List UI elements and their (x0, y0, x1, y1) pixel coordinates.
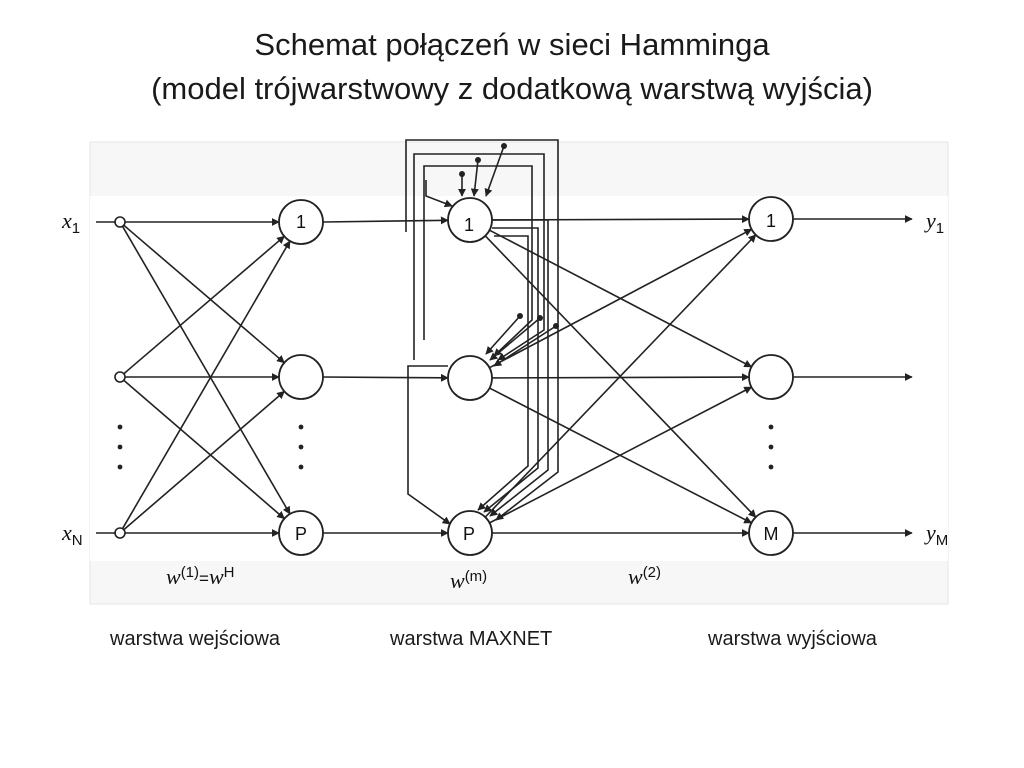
edge-input-1-to-layer1-0 (123, 235, 285, 375)
slide-title-line-1: Schemat połączeń w sieci Hamminga (254, 27, 770, 62)
input-node-p-label: P (295, 524, 307, 544)
maxnet-self-loop-1 (425, 180, 453, 208)
caption-maxnet-layer: warstwa MAXNET (390, 628, 553, 650)
neuron-layer1-0 (447, 197, 493, 243)
maxnet-feedback-bus-5 (423, 165, 533, 357)
neuron-layer2-1 (748, 354, 794, 400)
connections (121, 139, 913, 537)
feedback-junction-dot-3 (517, 313, 523, 319)
maxnet-feedback-bus-2 (477, 235, 529, 511)
maxnet-feedback-mid-a (485, 315, 521, 355)
weight-w1-label: w(1)=wH (166, 564, 235, 589)
ellipsis-dot-0-1 (117, 444, 123, 450)
edge-maxnet-2-to-output-1 (489, 386, 753, 524)
input-terminal-2 (114, 527, 126, 539)
ellipsis-dot-1-0 (298, 424, 304, 430)
feedback-junction-dot-1 (475, 157, 481, 163)
maxnet-feedback-bus-0 (489, 219, 549, 517)
edge-layer1-0-to-maxnet-0 (322, 216, 449, 225)
ellipsis-dot-2-1 (768, 444, 774, 450)
feedback-junction-dot-5 (553, 323, 559, 329)
input-xn-label: xN (61, 520, 83, 549)
output-y1-label: y1 (924, 208, 944, 237)
ellipsis-dot-0-2 (117, 464, 123, 470)
maxnet-node-p-label: P (463, 524, 475, 544)
input-x1-label: x1 (61, 208, 80, 237)
feedback-junction-dot-0 (459, 171, 465, 177)
feedback-junction-dot-4 (537, 315, 543, 321)
slide-title-line-2: (model trójwarstwowy z dodatkową warstwą… (151, 71, 873, 106)
edge-input-1-to-layer1-2 (123, 379, 285, 520)
maxnet-feedback-mid-c (493, 325, 557, 367)
input-terminal-0 (114, 216, 126, 228)
maxnet-feedback-mid-b (489, 317, 541, 361)
edge-maxnet-1-to-output-0 (489, 228, 753, 369)
neuron-layer2-0 (748, 196, 794, 242)
maxnet-feedback-bus-3 (405, 139, 559, 521)
caption-output-layer: warstwa wyjściowa (708, 628, 877, 650)
edge-layer1-1-to-maxnet-1 (322, 373, 449, 382)
neuron-layer0-0 (278, 199, 324, 245)
weight-wm-label: w(m) (450, 568, 487, 593)
neuron-layer0-2 (278, 510, 324, 556)
edge-maxnet-2-to-output-0 (484, 234, 757, 518)
weight-w2-label: w(2) (628, 564, 661, 589)
maxnet-feedback-bus-1 (483, 227, 539, 513)
neuron-layer1-2 (447, 510, 493, 556)
output-ym-label: yM (924, 520, 948, 549)
maxnet-feedback-bus-4 (413, 153, 545, 361)
neuron-layer1-1 (447, 355, 493, 401)
input-node-1-label: 1 (296, 212, 306, 232)
edge-input-2-to-layer1-1 (123, 390, 285, 531)
output-node-1-label: 1 (766, 211, 776, 231)
input-terminal-1 (114, 371, 126, 383)
neurons (96, 143, 794, 556)
edge-maxnet-1-to-output-1 (491, 373, 750, 382)
ellipsis-dot-2-0 (768, 424, 774, 430)
ellipsis-dot-2-2 (768, 464, 774, 470)
feedback-junction-dot-2 (501, 143, 507, 149)
edge-input-0-to-layer1-1 (123, 224, 285, 364)
neuron-layer0-1 (278, 354, 324, 400)
edge-input-2-to-layer1-0 (121, 240, 291, 530)
ellipsis-dot-1-1 (298, 444, 304, 450)
maxnet-feedback-top-b (470, 159, 479, 197)
ellipsis-dot-1-2 (298, 464, 304, 470)
maxnet-node-1-label: 1 (464, 215, 474, 235)
maxnet-feedback-bus-6 (407, 365, 451, 525)
edge-input-0-to-layer1-2 (121, 225, 291, 515)
output-node-m-label: M (764, 524, 779, 544)
ellipsis-dot-0-0 (117, 424, 123, 430)
caption-input-layer: warstwa wejściowa (110, 628, 281, 650)
maxnet-feedback-top-c (484, 145, 505, 197)
neuron-layer2-2 (748, 510, 794, 556)
